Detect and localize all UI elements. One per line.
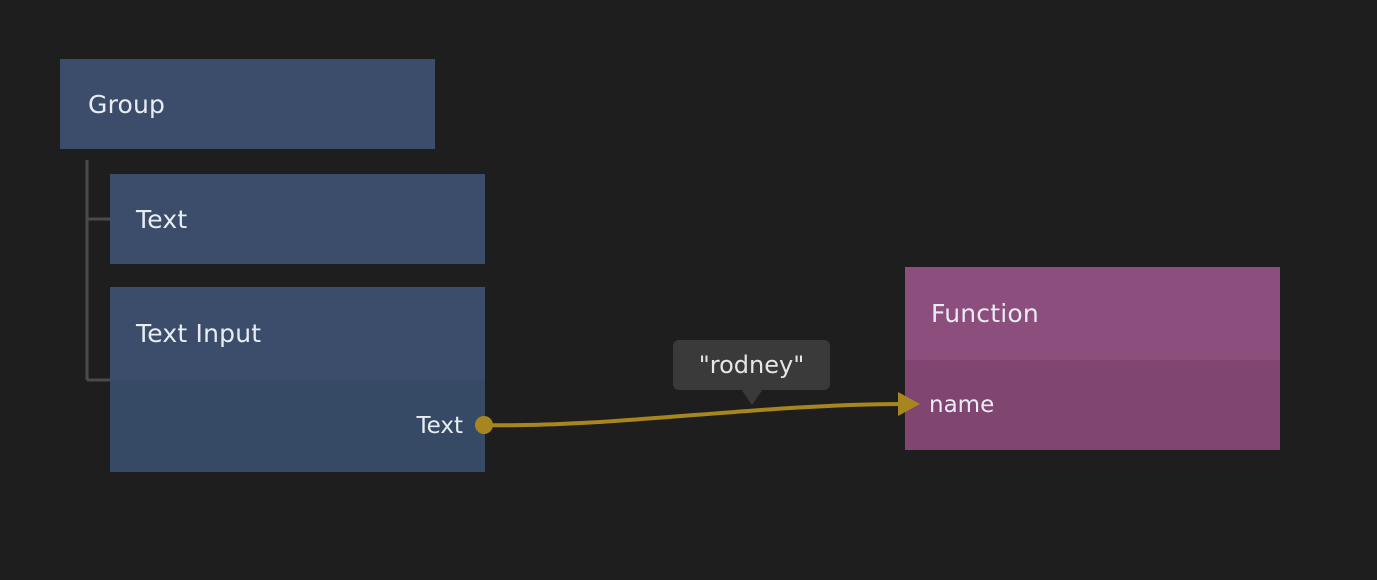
node-function-header[interactable]: Function [905,267,1280,360]
node-function[interactable]: Function name [905,267,1280,450]
node-text[interactable]: Text [110,174,485,264]
connection-value-tooltip: "rodney" [673,340,830,390]
input-port-row-name[interactable]: name [905,360,1280,450]
node-group-header[interactable]: Group [60,59,435,149]
input-port-label-name: name [929,392,995,418]
node-function-title: Function [931,299,1039,328]
node-text-input-body: Text [110,380,485,472]
output-port-label-text: Text [416,413,463,439]
node-text-input[interactable]: Text Input Text [110,287,485,472]
node-text-title: Text [136,204,188,234]
output-port-row-text[interactable]: Text [110,380,485,472]
node-group-title: Group [88,89,166,119]
connection-value-tooltip-tail [741,389,763,405]
connection-value-text: "rodney" [698,351,805,379]
node-text-input-header[interactable]: Text Input [110,287,485,380]
node-group[interactable]: Group [60,59,435,149]
node-function-body: name [905,360,1280,450]
node-text-input-title: Text Input [136,319,262,348]
connection-wire[interactable] [482,402,905,428]
node-text-header[interactable]: Text [110,174,485,264]
